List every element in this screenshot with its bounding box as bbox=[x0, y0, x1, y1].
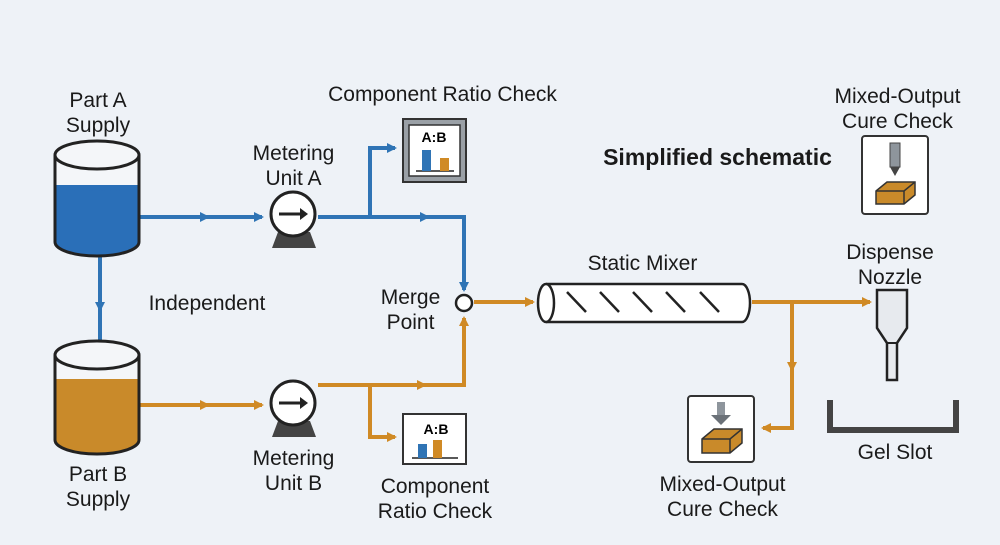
gel-slot-icon bbox=[827, 400, 959, 433]
independent-label: Independent bbox=[148, 292, 266, 315]
ratio-check-panel-top-icon: A:B bbox=[402, 118, 467, 183]
component-ratio-check-top-label: Component Ratio Check bbox=[328, 83, 557, 106]
static-mixer-icon bbox=[536, 282, 752, 324]
metering-pump-b-icon bbox=[269, 379, 317, 437]
static-mixer-label: Static Mixer bbox=[587, 252, 698, 275]
part-a-flow-lines bbox=[95, 143, 469, 340]
part-b-flow-lines bbox=[140, 297, 872, 442]
metering-pump-a-icon bbox=[269, 190, 317, 248]
merge-point-icon bbox=[454, 293, 474, 313]
cure-check-top-icon bbox=[861, 135, 929, 215]
ratio-check-panel-bottom-icon: A:B bbox=[402, 413, 467, 465]
ratio-panel-top-label: A:B bbox=[422, 129, 447, 145]
ratio-panel-bottom-label: A:B bbox=[424, 421, 449, 437]
schematic-note: Simplified schematic bbox=[603, 144, 832, 170]
part-a-tank-icon bbox=[53, 139, 141, 258]
gel-slot-label: Gel Slot bbox=[857, 441, 933, 464]
part-b-tank-icon bbox=[53, 339, 141, 456]
dispense-nozzle-icon bbox=[875, 288, 909, 382]
cure-check-bottom-icon bbox=[687, 395, 755, 463]
